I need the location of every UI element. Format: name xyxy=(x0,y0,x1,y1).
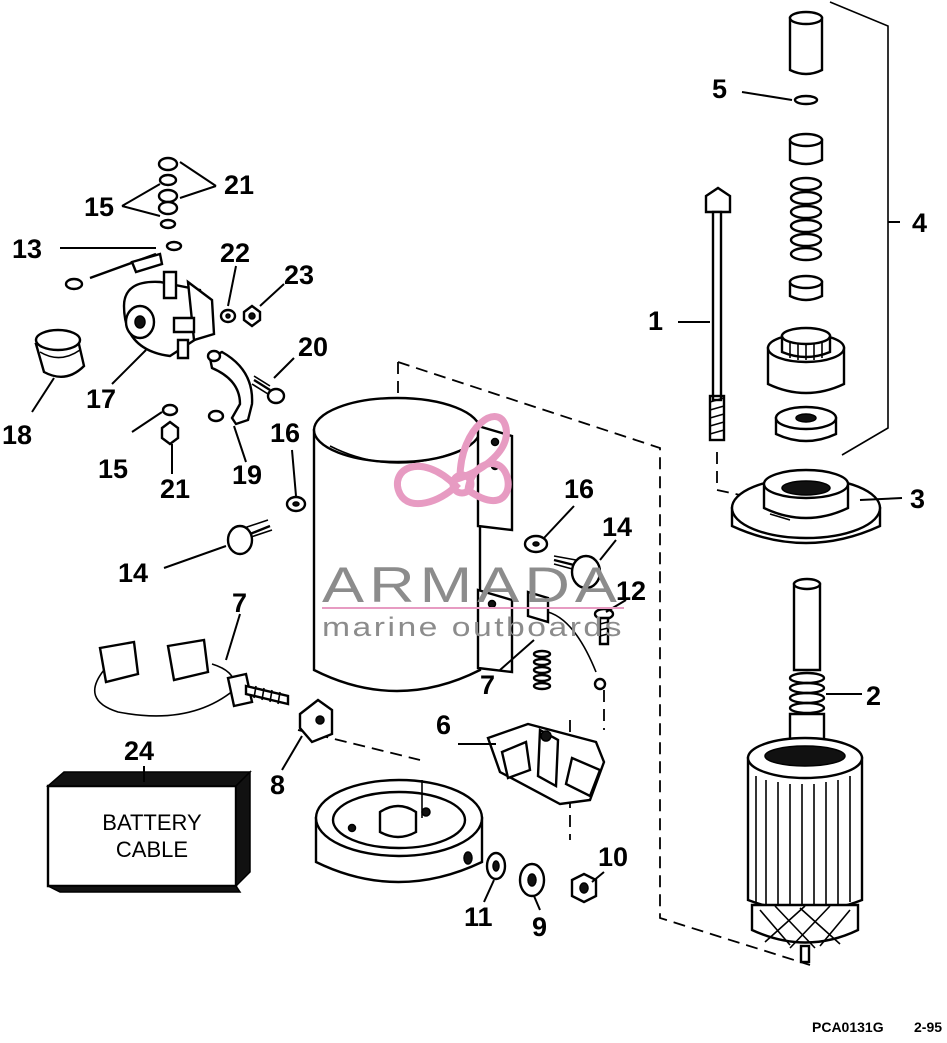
callout-7b: 7 xyxy=(480,670,495,700)
terminal-insulator xyxy=(298,698,334,744)
drive-kit-bracket xyxy=(829,1,900,456)
callout-13: 13 xyxy=(12,234,42,264)
callout-3: 3 xyxy=(910,484,925,514)
propeller-logo-icon xyxy=(394,413,512,507)
callout-18: 18 xyxy=(2,420,32,450)
callout-16a: 16 xyxy=(270,418,300,448)
watermark-wordmark: ARMADA xyxy=(322,557,622,613)
frame-field-assembly xyxy=(312,396,514,693)
armada-watermark: ARMADA marine outboards xyxy=(322,413,624,642)
solenoid-group xyxy=(64,156,262,446)
callout-22: 22 xyxy=(220,238,250,268)
callout-1: 1 xyxy=(648,306,663,336)
mounting-strap xyxy=(206,349,254,426)
armature xyxy=(746,577,864,964)
brush-lead-assembly xyxy=(94,638,290,717)
callout-15a: 15 xyxy=(84,192,114,222)
drive-stack xyxy=(766,10,846,443)
callout-8: 8 xyxy=(270,770,285,800)
callout-21a: 21 xyxy=(224,170,254,200)
battery-cable-box: BATTERY CABLE xyxy=(46,770,252,893)
callout-21b: 21 xyxy=(160,474,190,504)
brush-plate xyxy=(486,722,606,806)
battery-cable-line1: BATTERY xyxy=(102,810,202,835)
solenoid-boot xyxy=(34,328,86,378)
left-hardware xyxy=(226,495,307,556)
callout-numbers: 1 2 3 4 5 6 7 7 8 9 10 11 12 13 14 14 15… xyxy=(2,74,927,942)
upper-end-cap xyxy=(730,468,882,545)
strap-screw xyxy=(251,375,286,405)
callout-14b: 14 xyxy=(602,512,632,542)
callout-24: 24 xyxy=(124,736,154,766)
watermark-tagline: marine outboards xyxy=(322,612,624,642)
callout-20: 20 xyxy=(298,332,328,362)
through-bolt xyxy=(704,186,741,496)
callout-14a: 14 xyxy=(118,558,148,588)
callout-9: 9 xyxy=(532,912,547,942)
callout-17: 17 xyxy=(86,384,116,414)
callout-23: 23 xyxy=(284,260,314,290)
callout-16b: 16 xyxy=(564,474,594,504)
part-code: PCA0131G xyxy=(812,1019,884,1035)
callout-7a: 7 xyxy=(232,588,247,618)
footer-codes: PCA0131G 2-95 xyxy=(812,1019,942,1035)
callout-4: 4 xyxy=(912,208,927,238)
date-code: 2-95 xyxy=(914,1019,942,1035)
callout-2: 2 xyxy=(866,681,881,711)
battery-cable-line2: CABLE xyxy=(116,837,188,862)
callout-5: 5 xyxy=(712,74,727,104)
leader-lines xyxy=(31,91,903,911)
callout-6: 6 xyxy=(436,710,451,740)
lower-end-cap xyxy=(314,778,484,884)
callout-15b: 15 xyxy=(98,454,128,484)
watermark-rule xyxy=(322,607,624,609)
callout-11: 11 xyxy=(464,902,493,932)
callout-12: 12 xyxy=(616,576,646,606)
callout-10: 10 xyxy=(598,842,628,872)
callout-19: 19 xyxy=(232,460,262,490)
